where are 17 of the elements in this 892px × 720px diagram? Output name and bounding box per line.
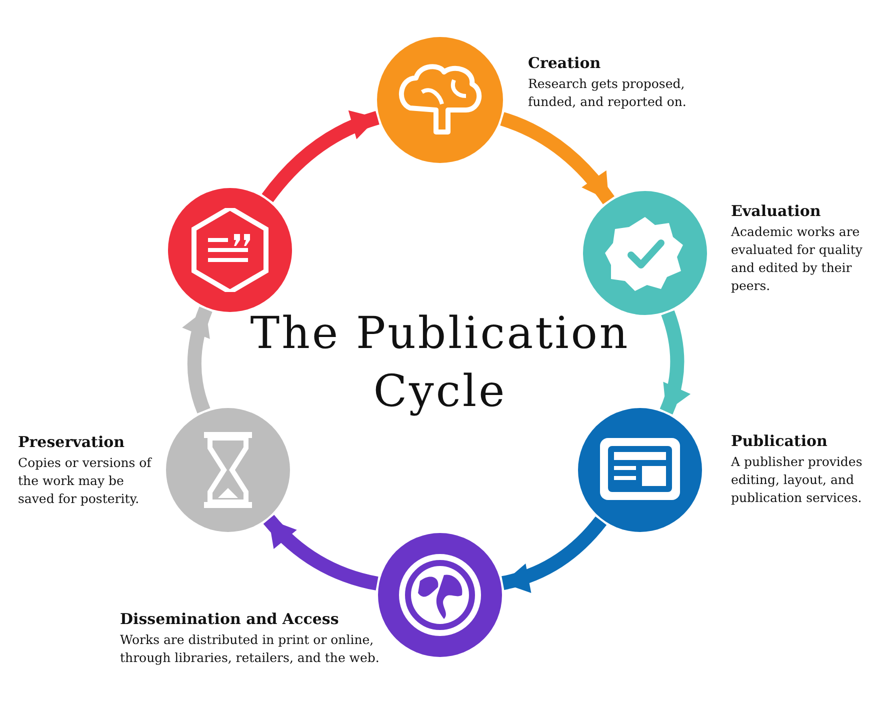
arrow [660, 310, 690, 414]
arrow [182, 306, 212, 414]
step-description: Works are distributed in print or online, through libraries, retailers, and the web. [120, 631, 380, 667]
step-description: A publisher provides editing, layout, and publication services. [731, 453, 864, 507]
step-description: Academic works are evaluated for quality and edited by their peers. [731, 223, 864, 295]
arrow [500, 112, 614, 204]
diagram-title: The Publication Cycle [249, 307, 631, 419]
step-heading: Preservation [18, 433, 126, 452]
step-heading: Evaluation [731, 202, 822, 221]
step-heading: Dissemination and Access [120, 610, 340, 629]
arrow [262, 111, 380, 202]
step-description: Research gets proposed, funded, and reported on. [528, 75, 688, 111]
arrow [501, 516, 606, 592]
step-heading: Publication [731, 432, 828, 451]
step-description: Copies or versions of the work may be saved for posterity. [18, 454, 153, 508]
step-heading: Creation [528, 54, 602, 73]
arrow [263, 514, 378, 590]
